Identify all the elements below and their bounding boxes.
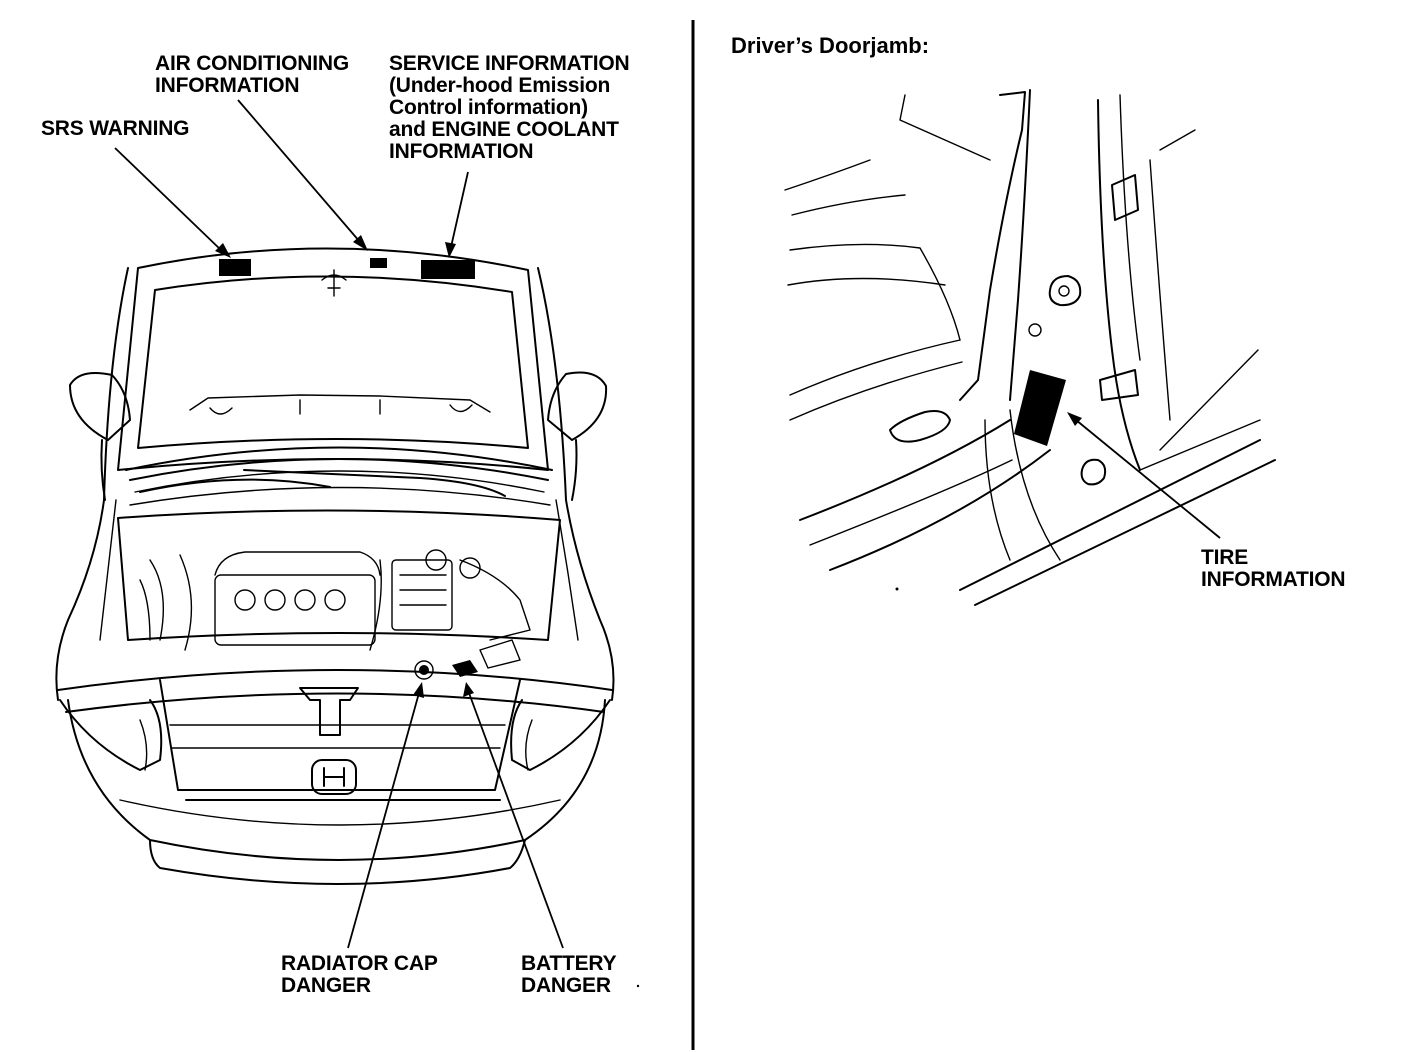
tire-information-label-block (1014, 370, 1066, 446)
srs-warning-label: SRS WARNING (41, 117, 190, 140)
srs-warning-line-1: SRS WARNING (41, 117, 190, 140)
battery-danger-label: BATTERY DANGER (521, 952, 617, 997)
service-information-label: SERVICE INFORMATION (Under-hood Emission… (389, 52, 630, 163)
radiator-cap-line-2: DANGER (281, 974, 371, 997)
tire-information-leader (1075, 419, 1221, 539)
service-information-line-4: and ENGINE COOLANT (389, 118, 619, 141)
air-conditioning-label-block (370, 258, 387, 268)
service-information-line-1: SERVICE INFORMATION (389, 52, 630, 75)
battery-line-2: DANGER (521, 974, 611, 997)
air-conditioning-information-label: AIR CONDITIONING INFORMATION (155, 53, 349, 97)
leader-lines-left (114, 99, 564, 949)
battery-line-1: BATTERY (521, 952, 617, 975)
srs-warning-label-block (219, 259, 251, 276)
tire-information-label: TIRE INFORMATION (1201, 546, 1346, 591)
tire-information-line-2: INFORMATION (1201, 568, 1346, 591)
tire-information-line-1: TIRE (1201, 546, 1249, 569)
radiator-cap-danger-label: RADIATOR CAP DANGER (281, 953, 438, 997)
air-conditioning-line-1: AIR CONDITIONING (155, 52, 349, 75)
car-front-illustration (55, 247, 615, 885)
service-information-line-5: INFORMATION (389, 140, 534, 163)
service-information-label-block (421, 260, 475, 279)
radiator-cap-line-1: RADIATOR CAP (281, 952, 438, 975)
service-information-line-2: (Under-hood Emission (389, 74, 611, 97)
doorjamb-illustration (784, 89, 1276, 606)
drivers-doorjamb-heading: Driver’s Doorjamb: (731, 33, 930, 58)
service-information-line-3: Control information) (389, 96, 588, 119)
air-conditioning-line-2: INFORMATION (155, 74, 300, 97)
